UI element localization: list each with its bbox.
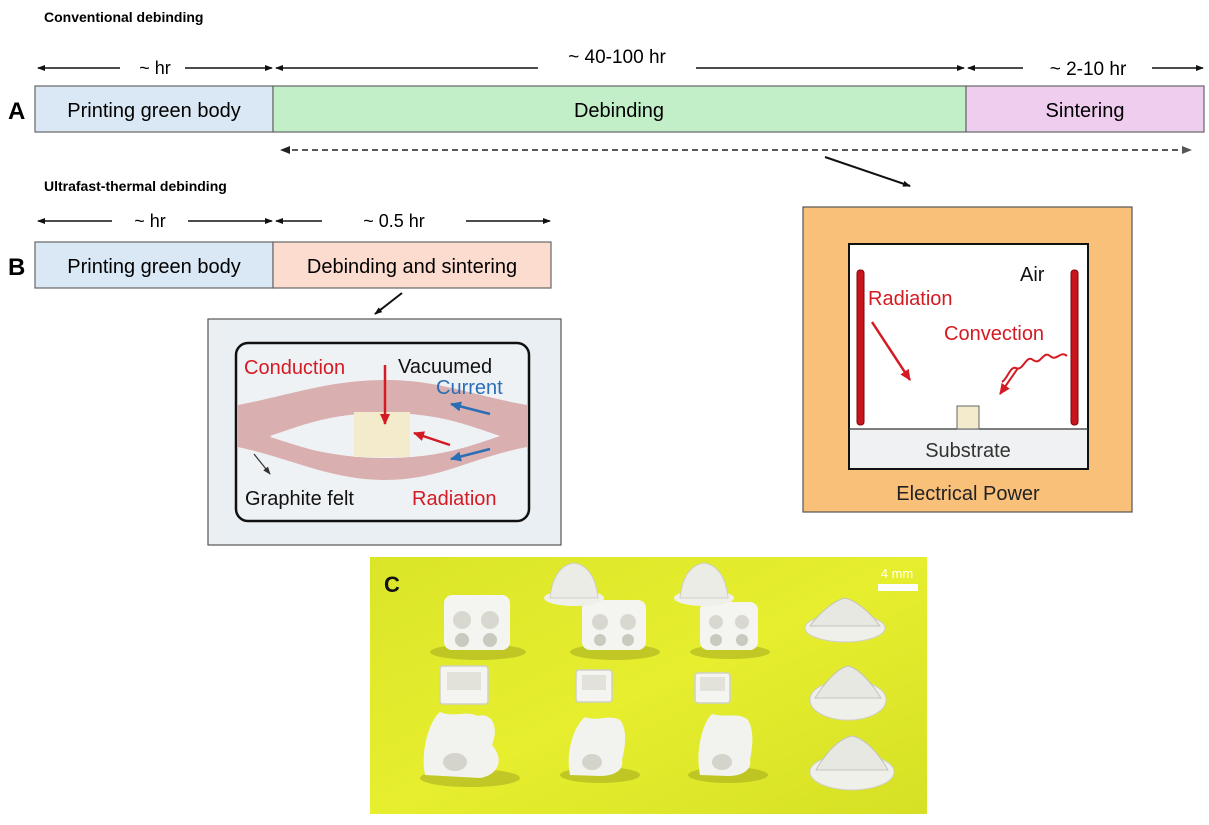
printed-part-organic-1 bbox=[420, 712, 520, 787]
label-radiation-furnace: Radiation bbox=[868, 288, 953, 310]
panel-a: Conventional debinding ~ hr ~ 40-100 hr … bbox=[8, 9, 1205, 187]
duration-printing: ~ hr bbox=[139, 58, 171, 78]
panel-a-heading: Conventional debinding bbox=[44, 9, 203, 25]
stage-b-label-debinding-sintering: Debinding and sintering bbox=[307, 256, 517, 278]
printed-part-lattice-2 bbox=[570, 600, 660, 660]
scale-bar-label: 4 mm bbox=[881, 566, 914, 581]
pointer-arrow-ultrafast bbox=[374, 292, 403, 315]
duration-sintering: ~ 2-10 hr bbox=[1050, 59, 1127, 80]
stage-label-sintering: Sintering bbox=[1046, 100, 1125, 122]
stage-b-debinding-sintering bbox=[272, 241, 552, 289]
printed-part-organic-3 bbox=[688, 714, 768, 783]
dashed-arrow-right-head bbox=[1182, 146, 1192, 154]
label-convection: Convection bbox=[944, 323, 1044, 345]
panel-b-duration-arrows: ~ hr ~ 0.5 hr bbox=[37, 211, 551, 231]
scale-bar bbox=[878, 584, 918, 591]
printed-part-dome-1 bbox=[544, 562, 604, 606]
panel-c-photo: C 4 mm bbox=[370, 557, 927, 814]
printed-part-lattice-3 bbox=[690, 602, 770, 659]
printed-part-cone-1 bbox=[804, 597, 886, 643]
panel-b-label: B bbox=[8, 254, 25, 281]
heating-element-left bbox=[856, 269, 865, 426]
duration-debinding: ~ 40-100 hr bbox=[568, 47, 666, 68]
graphite-pointer-arrow bbox=[253, 453, 271, 475]
label-graphite-felt: Graphite felt bbox=[245, 488, 354, 510]
heating-element-right bbox=[1070, 269, 1079, 426]
printed-part-cup-2-inner bbox=[582, 675, 606, 690]
stage-sintering bbox=[965, 85, 1205, 133]
label-current: Current bbox=[436, 377, 503, 399]
label-air: Air bbox=[1020, 264, 1045, 286]
stage-b-label-printing: Printing green body bbox=[67, 256, 240, 278]
convection-arrow bbox=[999, 367, 1019, 395]
panel-b-heading: Ultrafast-thermal debinding bbox=[44, 178, 227, 194]
radiation-arrow bbox=[413, 431, 451, 447]
duration-b-printing: ~ hr bbox=[134, 211, 166, 231]
stage-label-printing: Printing green body bbox=[67, 100, 240, 122]
printed-part-cone-3 bbox=[809, 735, 895, 791]
panel-a-stage-bar: Printing green body Debinding Sintering bbox=[34, 85, 1205, 133]
label-conduction: Conduction bbox=[244, 357, 345, 379]
pointer-arrow-furnace bbox=[824, 156, 911, 187]
duration-b-debinding-sintering: ~ 0.5 hr bbox=[363, 211, 425, 231]
substrate bbox=[850, 429, 1087, 468]
printed-part-cup-3-inner bbox=[700, 677, 725, 691]
panel-a-label: A bbox=[8, 98, 25, 125]
ultrafast-heating-diagram: Conduction Vacuumed Current Graphite fel… bbox=[207, 318, 562, 546]
panel-a-duration-arrows: ~ hr ~ 40-100 hr ~ 2-10 hr bbox=[37, 47, 1204, 80]
dashed-arrow-left-head bbox=[280, 146, 290, 154]
panel-c-label: C bbox=[384, 572, 400, 597]
current-arrow-top bbox=[450, 401, 491, 416]
radiation-arrow-furnace bbox=[870, 321, 912, 381]
label-substrate: Substrate bbox=[925, 440, 1011, 462]
label-electrical-power: Electrical Power bbox=[896, 483, 1040, 505]
conventional-furnace-diagram: Air Radiation Convection Substrate Elect… bbox=[802, 206, 1133, 513]
panel-b: Ultrafast-thermal debinding ~ hr ~ 0.5 h… bbox=[8, 178, 562, 546]
stage-label-debinding: Debinding bbox=[574, 100, 664, 122]
sample-block-furnace bbox=[956, 405, 980, 430]
convection-wave bbox=[1001, 353, 1068, 383]
stage-printing-green-body bbox=[34, 85, 274, 133]
panel-b-stage-bar: Printing green body Debinding and sinter… bbox=[34, 241, 552, 289]
label-radiation-ultrafast: Radiation bbox=[412, 488, 497, 510]
current-arrow-bottom bbox=[450, 447, 491, 462]
printed-part-cup-1-inner bbox=[447, 672, 481, 690]
stage-b-printing-green-body bbox=[34, 241, 274, 289]
printed-part-lattice-1 bbox=[430, 595, 526, 660]
printed-part-organic-2 bbox=[560, 717, 640, 783]
label-vacuumed: Vacuumed bbox=[398, 356, 492, 378]
printed-part-dome-2 bbox=[674, 562, 734, 606]
sample-block bbox=[354, 412, 410, 457]
printed-part-cone-2 bbox=[809, 665, 887, 721]
